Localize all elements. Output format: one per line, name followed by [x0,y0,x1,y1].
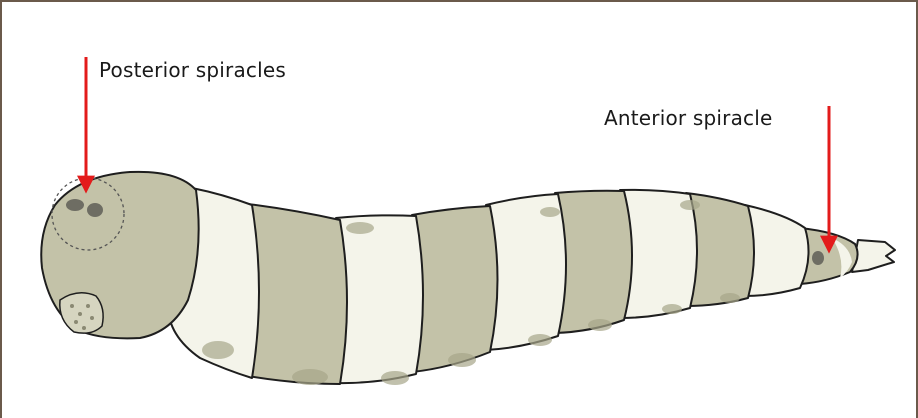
posterior-spiracle-right [87,203,103,217]
larva-body [41,172,895,384]
anal-pad [60,293,103,333]
posterior-spiracle-left [66,199,84,211]
posterior-spiracles-label: Posterior spiracles [99,58,286,82]
anterior-spiracle [812,251,824,265]
anterior-spiracle-label: Anterior spiracle [604,106,773,130]
